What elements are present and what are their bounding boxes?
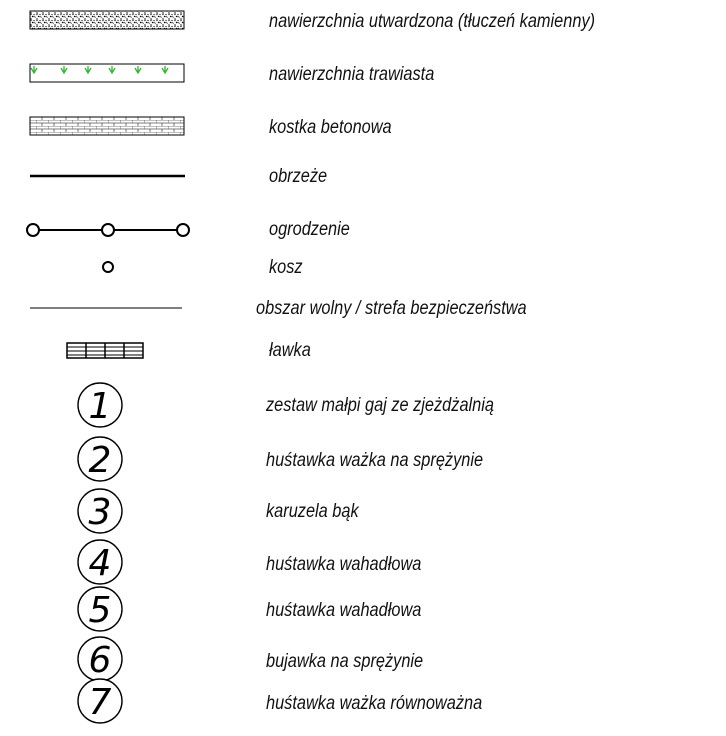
legend-label-safety-zone: obszar wolny / strefa bezpieczeństwa <box>256 298 527 319</box>
symbol-number: 1 <box>89 386 112 427</box>
legend-label-curb: obrzeże <box>269 166 328 187</box>
grass-tuft-mark <box>30 66 38 75</box>
numbered-symbol-6: 6 <box>77 636 123 682</box>
symbol-number: 4 <box>89 543 112 584</box>
grass-tuft-mark <box>108 66 116 75</box>
grass-tuft-mark <box>60 66 68 75</box>
numbered-symbol-1: 1 <box>77 382 123 428</box>
symbol-number: 3 <box>89 492 112 533</box>
trash-bin-symbol <box>102 261 114 273</box>
legend-label-bin: kosz <box>269 257 303 278</box>
numbered-symbol-4: 4 <box>77 539 123 585</box>
symbol-number: 6 <box>89 640 112 681</box>
legend-label-item-4: huśtawka wahadłowa <box>266 554 422 575</box>
symbol-circle <box>77 436 123 482</box>
fence-symbol <box>26 223 190 237</box>
legend-label-pavers: kostka betonowa <box>269 117 392 138</box>
numbered-symbol-3: 3 <box>77 488 123 534</box>
symbol-circle <box>77 539 123 585</box>
grass-tuft-mark <box>161 66 169 75</box>
numbered-symbol-2: 2 <box>77 436 123 482</box>
legend-label-item-7: huśtawka ważka równoważna <box>266 693 483 714</box>
legend-label-item-5: huśtawka wahadłowa <box>266 600 422 621</box>
symbol-circle <box>77 488 123 534</box>
grass-tuft-mark <box>84 66 92 75</box>
legend-label-gravel: nawierzchnia utwardzona (tłuczeń kamienn… <box>269 11 596 32</box>
symbol-circle <box>77 382 123 428</box>
legend-label-fence: ogrodzenie <box>269 219 350 240</box>
symbol-number: 7 <box>89 682 112 723</box>
gravel-surface-symbol <box>29 10 185 30</box>
concrete-paver-symbol <box>29 116 185 136</box>
numbered-symbol-7: 7 <box>77 678 123 724</box>
symbol-circle <box>77 586 123 632</box>
legend-label-item-6: bujawka na sprężynie <box>266 651 424 672</box>
grass-tuft-mark <box>134 66 142 75</box>
numbered-symbol-5: 5 <box>77 586 123 632</box>
symbol-number: 2 <box>89 440 112 481</box>
symbol-number: 5 <box>89 590 112 631</box>
legend-label-grass: nawierzchnia trawiasta <box>269 64 435 85</box>
legend-label-bench: ławka <box>269 340 311 361</box>
grass-surface-symbol <box>29 63 185 83</box>
legend-label-item-2: huśtawka ważka na sprężynie <box>266 450 484 471</box>
bench-symbol <box>66 342 144 359</box>
symbol-circle <box>77 678 123 724</box>
legend-label-item-3: karuzela bąk <box>266 501 359 522</box>
legend-label-item-1: zestaw małpi gaj ze zjeżdżalnią <box>266 395 494 416</box>
